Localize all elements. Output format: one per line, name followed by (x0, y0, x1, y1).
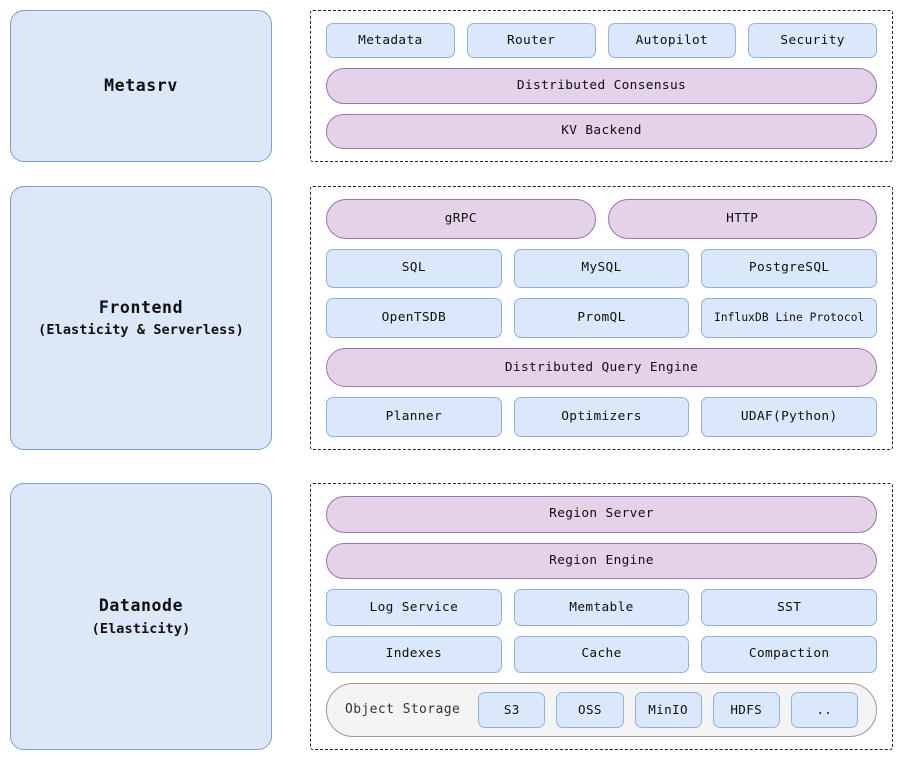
chip-row: KV Backend (326, 113, 877, 149)
component-title: Metasrv (104, 75, 178, 95)
chip-sql[interactable]: SQL (326, 248, 502, 289)
chip-storage-minio[interactable]: MinIO (634, 691, 702, 728)
chip-region-engine[interactable]: Region Engine (326, 542, 877, 580)
chip-memtable[interactable]: Memtable (513, 589, 690, 626)
chip-row: SQL MySQL PostgreSQL (326, 248, 878, 289)
storage-backend-list: S3 OSS MinIO HDFS.. (478, 691, 858, 728)
group-box-frontend: gRPC HTTP SQL MySQL PostgreSQL OpenTSDB PromQL… (310, 186, 893, 450)
component-subtitle: (Elasticity & Serverless) (38, 322, 244, 339)
chip-opentsdb[interactable]: OpenTSDB (326, 298, 502, 338)
chip-indexes[interactable]: Indexes (326, 635, 502, 673)
chip-row: Region Server (326, 496, 877, 533)
chip-storage-hdfs[interactable]: HDFS (712, 691, 780, 728)
chip-udaf-python[interactable]: UDAF(Python) (701, 397, 878, 437)
chip-autopilot[interactable]: Autopilot (607, 23, 737, 59)
component-panel-metasrv: Metasrv (10, 10, 272, 162)
chip-log-service[interactable]: Log Service (326, 589, 502, 626)
chip-kv-backend[interactable]: KV Backend (326, 113, 877, 149)
chip-row: Region Engine (326, 542, 877, 580)
chip-distributed-consensus[interactable]: Distributed Consensus (326, 68, 877, 104)
component-subtitle: (Elasticity) (91, 620, 191, 637)
chip-storage-s3[interactable]: S3 (478, 691, 546, 728)
chip-planner[interactable]: Planner (326, 397, 502, 437)
chip-compaction[interactable]: Compaction (701, 635, 878, 673)
chip-row: Indexes Cache Compaction (326, 635, 878, 673)
chip-row: Planner Optimizers UDAF(Python) (326, 397, 878, 437)
component-panel-datanode: Datanode (Elasticity) (10, 483, 272, 750)
chip-row: Distributed Query Engine (326, 347, 877, 388)
chip-row: gRPC HTTP (326, 199, 877, 239)
chip-postgresql[interactable]: PostgreSQL (701, 248, 878, 289)
component-title: Datanode (98, 596, 184, 616)
component-title: Frontend (98, 297, 184, 317)
chip-security[interactable]: Security (748, 23, 877, 59)
chip-row: OpenTSDB PromQL InfluxDB Line Protocol (326, 298, 878, 338)
chip-metadata[interactable]: Metadata (326, 23, 455, 59)
chip-cache[interactable]: Cache (513, 635, 690, 673)
chip-http[interactable]: HTTP (607, 199, 877, 239)
chip-promql[interactable]: PromQL (513, 298, 690, 338)
chip-row: Metadata Router Autopilot Security (326, 23, 877, 59)
object-storage-label: Object Storage (345, 702, 461, 718)
object-storage-pill: Object Storage S3 OSS MinIO HDFS.. (326, 682, 877, 737)
chip-grpc[interactable]: gRPC (326, 199, 596, 239)
chip-router[interactable]: Router (466, 23, 596, 59)
chip-storage-oss[interactable]: OSS (556, 691, 624, 728)
chip-mysql[interactable]: MySQL (513, 248, 690, 289)
chip-distributed-query-engine[interactable]: Distributed Query Engine (326, 347, 877, 388)
component-panel-frontend: Frontend (Elasticity & Serverless) (10, 186, 272, 450)
chip-region-server[interactable]: Region Server (326, 496, 877, 533)
chip-optimizers[interactable]: Optimizers (513, 397, 690, 437)
chip-influxdb-line-protocol[interactable]: InfluxDB Line Protocol (701, 298, 878, 338)
chip-row: Log Service Memtable SST (326, 589, 878, 626)
chip-sst[interactable]: SST (701, 589, 878, 626)
chip-row: Distributed Consensus (326, 68, 877, 104)
chip-storage-[interactable]: .. (790, 691, 858, 728)
